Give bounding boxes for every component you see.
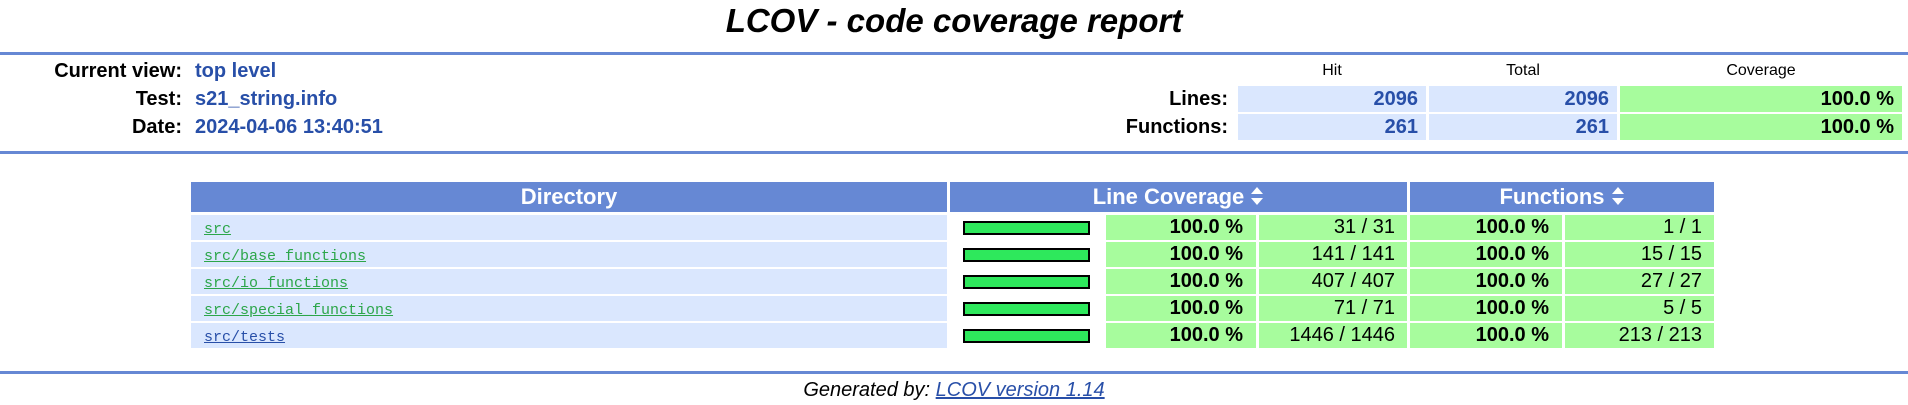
coverage-bar-cell: [950, 296, 1103, 321]
function-coverage-percent: 100.0 %: [1410, 242, 1562, 267]
summary-functions-total: 261: [1429, 114, 1617, 140]
coverage-bar: [963, 248, 1090, 262]
line-coverage-percent: 100.0 %: [1106, 215, 1256, 240]
directory-cell: src/io_functions: [191, 269, 947, 294]
footer-divider: [0, 371, 1908, 374]
summary-functions-hit: 261: [1238, 114, 1426, 140]
line-coverage-column-header[interactable]: Line Coverage: [950, 182, 1407, 212]
line-coverage-percent: 100.0 %: [1106, 242, 1256, 267]
current-view-value: top level: [195, 60, 277, 82]
function-coverage-count: 213 / 213: [1565, 323, 1714, 348]
line-coverage-count: 407 / 407: [1259, 269, 1407, 294]
lcov-version-link[interactable]: LCOV version 1.14: [935, 379, 1105, 401]
coverage-bar-cell: [950, 215, 1103, 240]
test-label: Test:: [135, 88, 182, 110]
top-divider: [0, 52, 1908, 55]
directory-header-label: Directory: [520, 184, 618, 209]
directory-link[interactable]: src: [204, 221, 232, 238]
line-coverage-count: 1446 / 1446: [1259, 323, 1407, 348]
coverage-bar-cell: [950, 242, 1103, 267]
footer-prefix: Generated by:: [803, 379, 931, 401]
function-coverage-percent: 100.0 %: [1410, 296, 1562, 321]
directory-link[interactable]: src/tests: [204, 329, 286, 346]
summary-functions-label: Functions:: [1125, 116, 1228, 138]
function-coverage-count: 27 / 27: [1565, 269, 1714, 294]
table-row: src/io_functions 100.0 % 407 / 407 100.0…: [191, 269, 1714, 294]
summary-hit-header: Hit: [1322, 62, 1342, 79]
coverage-bar-cell: [950, 323, 1103, 348]
coverage-bar: [963, 302, 1090, 316]
directory-cell: src/special_functions: [191, 296, 947, 321]
coverage-bar-fill: [965, 331, 1088, 341]
functions-column-header[interactable]: Functions: [1410, 182, 1714, 212]
function-coverage-count: 5 / 5: [1565, 296, 1714, 321]
line-coverage-count: 141 / 141: [1259, 242, 1407, 267]
function-coverage-percent: 100.0 %: [1410, 215, 1562, 240]
summary-lines-total: 2096: [1429, 86, 1617, 112]
coverage-bar-fill: [965, 277, 1088, 287]
functions-header-label: Functions: [1499, 184, 1605, 209]
line-coverage-header-label: Line Coverage: [1092, 184, 1245, 209]
directory-cell: src/tests: [191, 323, 947, 348]
table-row: src/base_functions 100.0 % 141 / 141 100…: [191, 242, 1714, 267]
summary-coverage-header: Coverage: [1726, 62, 1796, 79]
function-coverage-count: 15 / 15: [1565, 242, 1714, 267]
table-row: src 100.0 % 31 / 31 100.0 % 1 / 1: [191, 215, 1714, 240]
summary-functions-coverage: 100.0 %: [1620, 114, 1902, 140]
function-coverage-percent: 100.0 %: [1410, 323, 1562, 348]
table-row: src/special_functions 100.0 % 71 / 71 10…: [191, 296, 1714, 321]
directory-column-header: Directory: [191, 182, 947, 212]
summary-lines-hit: 2096: [1238, 86, 1426, 112]
function-coverage-percent: 100.0 %: [1410, 269, 1562, 294]
coverage-bar-fill: [965, 304, 1088, 314]
coverage-bar: [963, 221, 1090, 235]
date-label: Date:: [131, 116, 182, 138]
date-value: 2024-04-06 13:40:51: [195, 116, 383, 138]
directory-link[interactable]: src/special_functions: [204, 302, 394, 319]
page-title: LCOV - code coverage report: [725, 2, 1183, 39]
sort-icon[interactable]: [1611, 186, 1625, 206]
header-divider: [0, 151, 1908, 154]
summary-lines-label: Lines:: [1169, 88, 1228, 110]
directory-cell: src: [191, 215, 947, 240]
current-view-label: Current view:: [54, 60, 182, 82]
line-coverage-count: 71 / 71: [1259, 296, 1407, 321]
test-value: s21_string.info: [195, 88, 338, 110]
sort-icon[interactable]: [1250, 186, 1264, 206]
function-coverage-count: 1 / 1: [1565, 215, 1714, 240]
coverage-bar: [963, 275, 1090, 289]
coverage-bar-fill: [965, 250, 1088, 260]
summary-lines-coverage: 100.0 %: [1620, 86, 1902, 112]
line-coverage-percent: 100.0 %: [1106, 296, 1256, 321]
directory-cell: src/base_functions: [191, 242, 947, 267]
summary-total-header: Total: [1506, 62, 1540, 79]
directory-link[interactable]: src/io_functions: [204, 275, 349, 292]
line-coverage-percent: 100.0 %: [1106, 323, 1256, 348]
footer: Generated by: LCOV version 1.14: [0, 377, 1908, 403]
table-row: src/tests 100.0 % 1446 / 1446 100.0 % 21…: [191, 323, 1714, 348]
coverage-bar-fill: [965, 223, 1088, 233]
line-coverage-count: 31 / 31: [1259, 215, 1407, 240]
coverage-bar: [963, 329, 1090, 343]
directory-link[interactable]: src/base_functions: [204, 248, 367, 265]
coverage-bar-cell: [950, 269, 1103, 294]
line-coverage-percent: 100.0 %: [1106, 269, 1256, 294]
